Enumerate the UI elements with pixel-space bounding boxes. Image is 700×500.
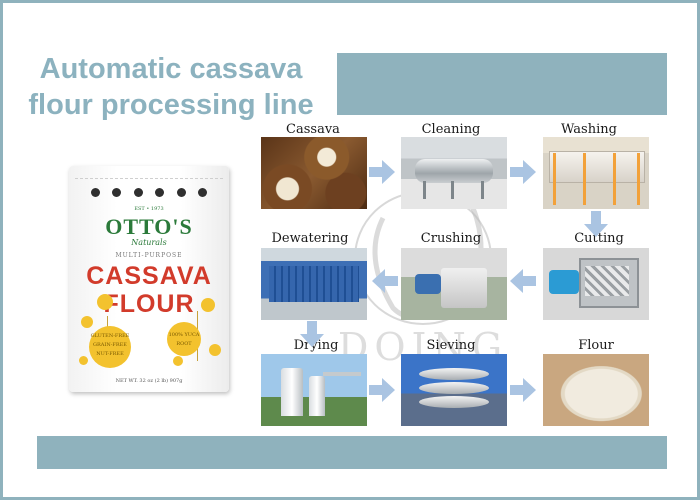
step-label-flour: Flour (578, 338, 614, 353)
arrow-right-icon (369, 160, 395, 184)
arrow-down-icon (584, 211, 608, 237)
yuca-badge: 100% YUCA ROOT (167, 322, 201, 356)
step-label-cutting: Cutting (574, 231, 624, 246)
arrow-left-icon (372, 269, 398, 293)
washing-tank-photo (543, 137, 649, 209)
step-label-washing: Washing (561, 122, 617, 137)
product-name-line-2: FLOUR (103, 290, 195, 318)
net-weight: NET WT. 32 oz (2 lb) 907g (115, 378, 183, 384)
product-name-line-1: CASSAVA (86, 262, 212, 290)
step-label-sieving: Sieving (426, 338, 476, 353)
arrow-right-icon (369, 378, 395, 402)
badge-icon (112, 188, 122, 197)
decor-dot (97, 294, 113, 310)
brand-subtitle: Naturals (131, 238, 167, 247)
badge-icon (133, 188, 143, 197)
brand-established: EST • 1973 (134, 206, 164, 212)
arrow-right-icon (510, 378, 536, 402)
bottom-banner-bar (37, 436, 667, 469)
step-label-cleaning: Cleaning (421, 122, 481, 137)
cutting-machine-photo (543, 248, 649, 320)
drying-tower-photo (261, 354, 367, 426)
top-banner-bar (337, 53, 667, 115)
title-line-1: Automatic cassava (39, 53, 303, 85)
decor-dot (173, 356, 183, 366)
cleaning-machine-photo (401, 137, 507, 209)
decor-dot (209, 344, 221, 356)
decor-dot (201, 298, 215, 312)
decor-dot (81, 316, 93, 328)
badge-icon (155, 188, 165, 197)
decor-dot (79, 356, 88, 365)
arrow-down-icon (300, 321, 324, 347)
step-label-crushing: Crushing (420, 231, 482, 246)
product-bag-image: EST • 1973 OTTO'S Naturals MULTI-PURPOSE… (69, 166, 229, 392)
step-label-drying: Drying (293, 338, 339, 353)
badge-icon (176, 188, 186, 197)
step-label-dewatering: Dewatering (271, 231, 349, 246)
arrow-right-icon (510, 160, 536, 184)
page-title: Automatic cassava flour processing line (21, 51, 321, 123)
bag-seal (75, 172, 223, 179)
badge-icon (197, 188, 207, 197)
brand-name: OTTO'S (105, 214, 193, 239)
title-line-2: flour processing line (28, 89, 314, 121)
cassava-photo (261, 137, 367, 209)
claims-badge: GLUTEN-FREE GRAIN-FREE NUT-FREE (89, 326, 131, 368)
arrow-left-icon (510, 269, 536, 293)
crushing-machine-photo (401, 248, 507, 320)
flour-bowl-photo (543, 354, 649, 426)
sieving-machine-photo (401, 354, 507, 426)
step-label-cassava: Cassava (286, 122, 340, 137)
badge-icon (91, 188, 100, 197)
flour-bag: EST • 1973 OTTO'S Naturals MULTI-PURPOSE… (69, 166, 229, 392)
dewatering-press-photo (261, 248, 367, 320)
product-descriptor: MULTI-PURPOSE (115, 252, 183, 259)
certification-badges (91, 188, 207, 197)
